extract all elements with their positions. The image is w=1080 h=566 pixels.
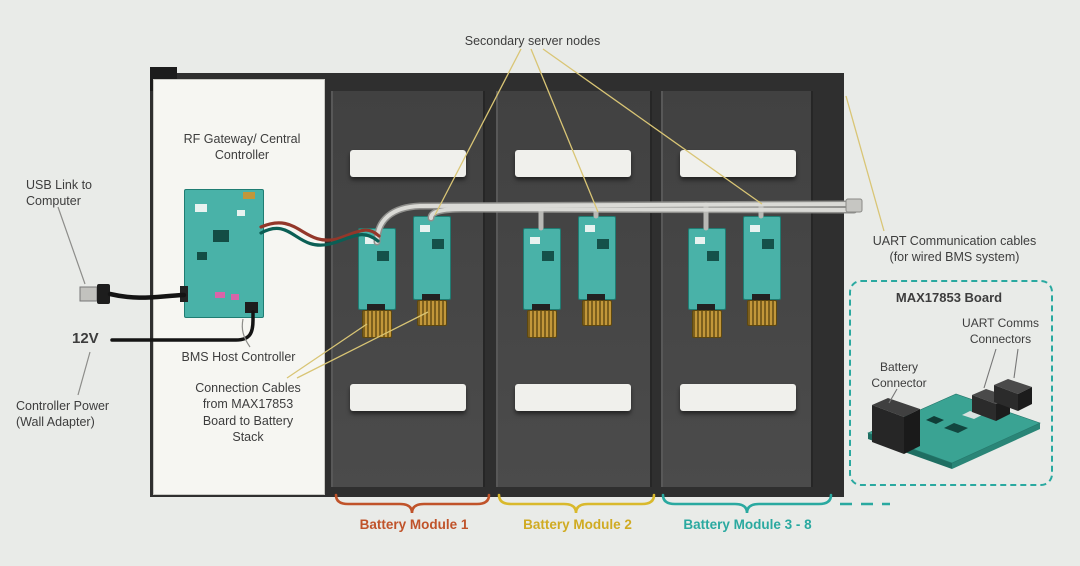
battery-block-top	[350, 150, 466, 177]
antenna-pad	[243, 192, 255, 199]
label-battery-module-2: Battery Module 2	[523, 517, 632, 532]
pcb-chip	[231, 294, 239, 300]
bms-node-board	[358, 228, 396, 310]
label-supply-voltage: 12V	[72, 330, 99, 347]
brace-module-2	[497, 493, 656, 514]
label-connection-cables: Connection Cables from MAX17853 Board to…	[195, 381, 301, 444]
battery-bay-2	[496, 91, 652, 487]
battery-stack-connector	[362, 310, 392, 338]
callout-line-uart-cables	[845, 95, 885, 232]
label-battery-module-1: Battery Module 1	[359, 517, 469, 532]
usb-port	[180, 286, 188, 302]
label-uart-comms-connectors: UART Comms Connectors	[962, 316, 1039, 346]
pcb-chip	[237, 210, 245, 216]
pcb-chip	[195, 204, 207, 212]
board-connector	[367, 304, 385, 310]
battery-stack-connector	[417, 300, 447, 326]
battery-stack-connector	[527, 310, 557, 338]
bms-node-board	[578, 216, 616, 300]
label-bms-host: BMS Host Controller	[181, 350, 296, 364]
battery-block-top	[515, 150, 631, 177]
battery-block-bottom	[680, 384, 796, 411]
detail-box-title: MAX17853 Board	[895, 290, 1003, 305]
usb-plug-body	[97, 284, 110, 304]
max17853-detail-box	[849, 280, 1053, 486]
cable-end-connector	[845, 198, 863, 213]
pcb-chip	[215, 292, 225, 298]
pcb-chip	[197, 252, 207, 260]
board-connector	[697, 304, 715, 310]
brace-module-1	[334, 493, 491, 514]
bms-node-board	[523, 228, 561, 310]
brace-module-3	[661, 493, 833, 514]
battery-bay-1	[331, 91, 485, 487]
board-connector	[532, 304, 550, 310]
label-battery-module-3-8: Battery Module 3 - 8	[683, 517, 812, 532]
bms-node-board	[688, 228, 726, 310]
battery-stack-connector	[582, 300, 612, 326]
battery-bay-3	[661, 91, 813, 487]
battery-block-top	[680, 150, 796, 177]
label-uart-cables: UART Communication cables (for wired BMS…	[872, 234, 1037, 265]
rf-gateway-board	[180, 189, 264, 318]
board-connector	[422, 294, 440, 300]
battery-block-bottom	[350, 384, 466, 411]
power-jack	[245, 302, 258, 313]
battery-stack-connector	[747, 300, 777, 326]
usb-plug	[79, 286, 98, 302]
callout-line-power	[77, 351, 91, 396]
pcb-chip	[213, 230, 229, 242]
battery-stack-connector	[692, 310, 722, 338]
callout-line-usb	[57, 206, 86, 285]
battery-block-bottom	[515, 384, 631, 411]
label-usb-link: USB Link to Computer	[26, 178, 93, 209]
label-rf-gateway: RF Gateway/ Central Controller	[183, 132, 301, 163]
label-secondary-server-nodes: Secondary server nodes	[464, 34, 601, 48]
bms-node-board	[743, 216, 781, 300]
bms-node-board	[413, 216, 451, 300]
board-connector	[752, 294, 770, 300]
label-battery-connector: Battery Connector	[871, 360, 927, 390]
label-controller-power: Controller Power (Wall Adapter)	[16, 399, 110, 430]
board-connector	[587, 294, 605, 300]
